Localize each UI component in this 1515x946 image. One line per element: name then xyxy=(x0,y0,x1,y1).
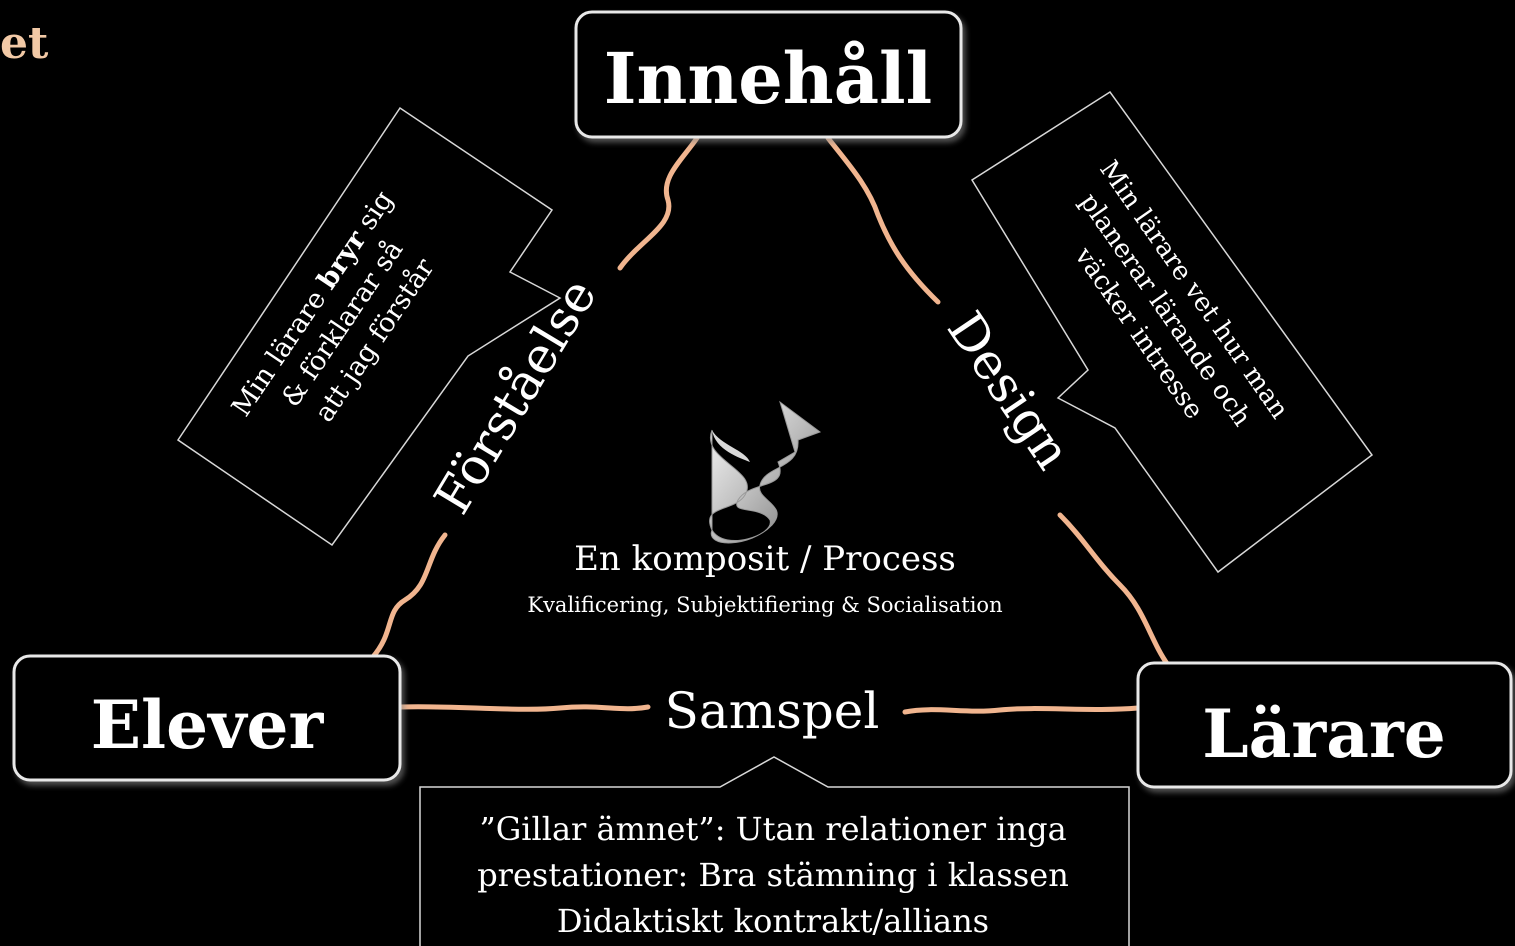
node-teachers: Lärare xyxy=(1136,661,1513,789)
node-content: Innehåll xyxy=(574,10,963,139)
center-subtitle: Kvalificering, Subjektifiering & Sociali… xyxy=(527,593,1002,617)
node-teachers-label: Lärare xyxy=(1202,695,1445,773)
edge-left-lower xyxy=(369,532,448,661)
callout-bottom-line-2: prestationer: Bra stämning i klassen xyxy=(477,856,1069,894)
callout-bottom-line-1: ”Gillar ämnet”: Utan relationer inga xyxy=(479,810,1066,848)
edge-right-lower xyxy=(1057,512,1171,668)
callout-bottom-line-3: Didaktiskt kontrakt/allians xyxy=(557,902,989,940)
callout-right-box xyxy=(970,90,1374,574)
callout-left-box xyxy=(176,106,562,547)
edge-left-upper xyxy=(617,135,700,271)
node-students-box xyxy=(12,654,402,782)
edge-right-upper xyxy=(825,135,941,305)
edge-bottom-right xyxy=(902,705,1141,715)
twisted-arrow-icon xyxy=(709,400,822,544)
node-students-label: Elever xyxy=(91,686,325,764)
node-students: Elever xyxy=(12,654,402,782)
node-teachers-box xyxy=(1136,661,1513,789)
edge-label-bottom: Samspel xyxy=(665,682,880,740)
callout-bottom-box xyxy=(419,756,1130,946)
corner-title: et xyxy=(0,18,49,69)
edge-bottom-left xyxy=(397,704,651,712)
node-content-label: Innehåll xyxy=(604,37,933,120)
node-content-box xyxy=(574,10,963,139)
edge-label-right: Design xyxy=(936,302,1082,480)
center-title: En komposit / Process xyxy=(574,539,956,579)
